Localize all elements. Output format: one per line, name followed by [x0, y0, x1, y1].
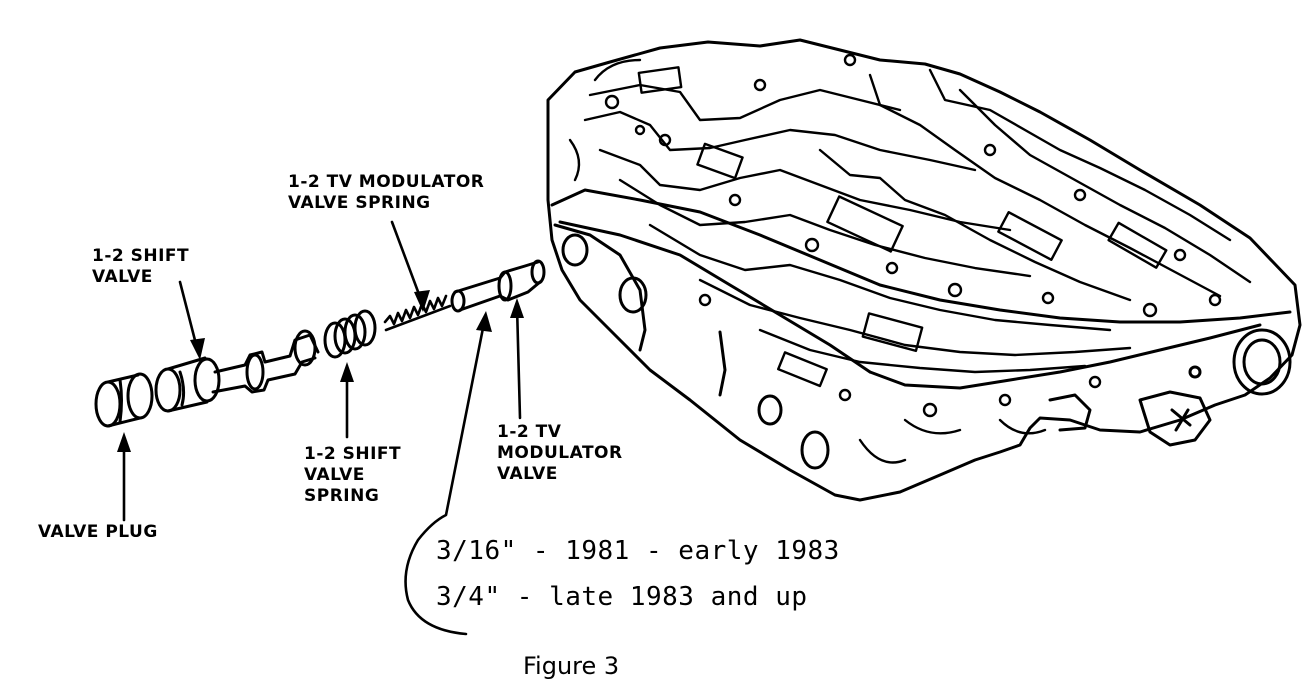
shift-valve	[154, 329, 320, 413]
modulator-spring-label-line1: 1-2 TV MODULATOR	[288, 172, 485, 192]
modulator-spring-label-line2: VALVE SPRING	[288, 193, 431, 213]
shift-valve-spring-label-line3: SPRING	[304, 486, 380, 506]
shift-valve-label-line1: 1-2 SHIFT	[92, 246, 190, 266]
spec-line-2: 3/4" - late 1983 and up	[436, 582, 808, 612]
modulator-valve	[450, 259, 546, 313]
modulator-valve-spring	[383, 294, 452, 332]
valve-plug-label: VALVE PLUG	[38, 522, 158, 542]
valve-plug	[94, 372, 154, 428]
shift-valve-spring	[323, 309, 377, 359]
arrowheads	[117, 290, 524, 452]
shift-valve-spring-label-line2: VALVE	[304, 465, 365, 485]
figure-caption: Figure 3	[523, 652, 620, 680]
shift-valve-spring-label: 1-2 SHIFT VALVE SPRING	[304, 444, 401, 507]
shift-valve-spring-label-line1: 1-2 SHIFT	[304, 444, 402, 464]
valve-body	[546, 38, 1302, 502]
modulator-valve-label-line3: VALVE	[497, 464, 558, 484]
modulator-valve-label-line2: MODULATOR	[497, 443, 623, 463]
valve-body-channels	[568, 53, 1252, 464]
modulator-spring-label: 1-2 TV MODULATOR VALVE SPRING	[288, 172, 484, 214]
shift-valve-label: 1-2 SHIFT VALVE	[92, 246, 189, 288]
shift-valve-label-line2: VALVE	[92, 267, 153, 287]
modulator-valve-label: 1-2 TV MODULATOR VALVE	[497, 422, 623, 485]
modulator-valve-label-line1: 1-2 TV	[497, 422, 562, 442]
spec-line-1: 3/16" - 1981 - early 1983	[436, 536, 840, 566]
